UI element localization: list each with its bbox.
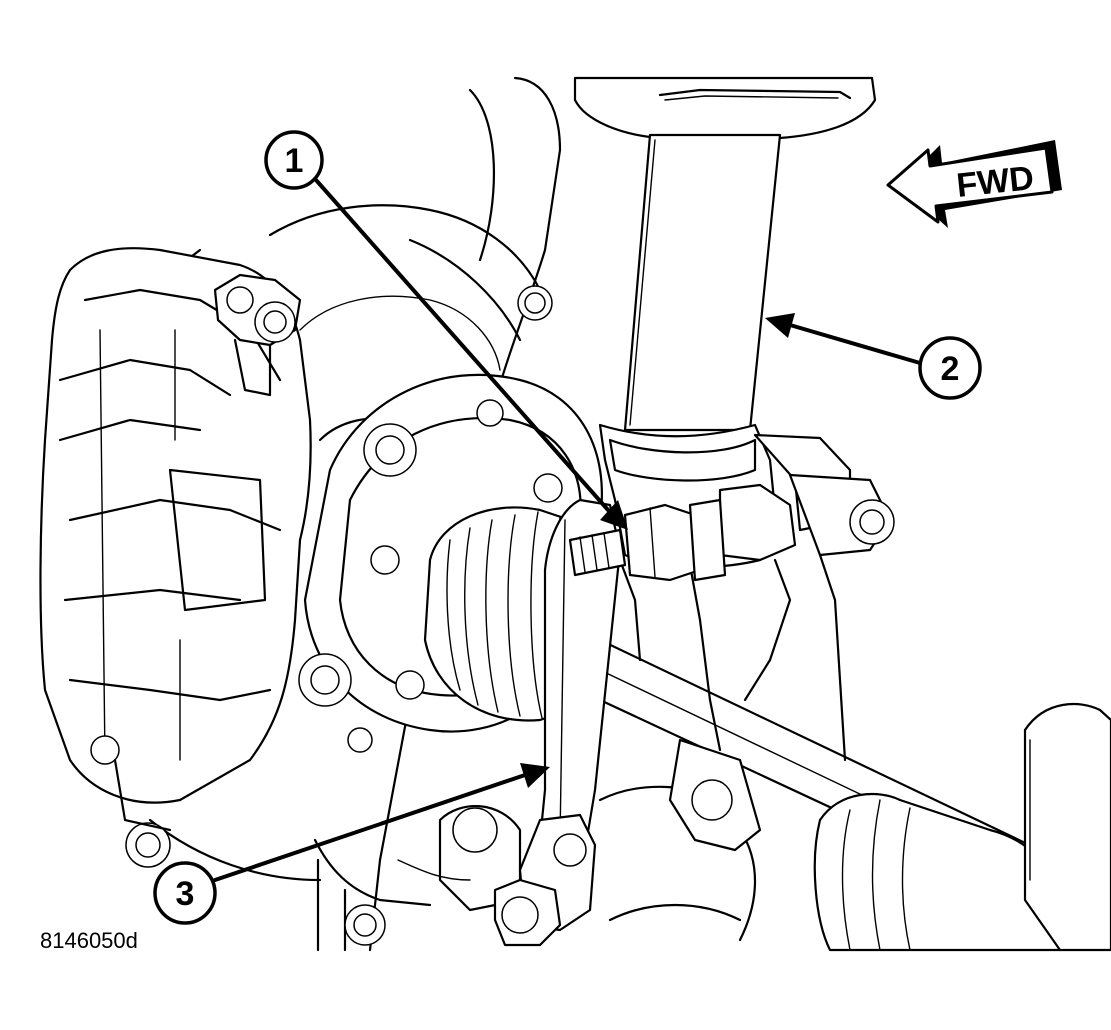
callout-3-label: 3 [176,875,195,913]
brake-caliper [39,247,312,804]
cv-joint-outboard [813,702,1111,952]
fwd-arrow-body [886,146,1054,224]
stabilizer-link [493,498,622,947]
caliper-bolt-lower [90,735,172,868]
callout-1-label: 1 [285,142,304,180]
caliper-bolt-upper [213,273,302,397]
knuckle-bolt-lower [298,653,352,707]
fwd-direction-arrow: FWD [886,140,1062,228]
figure-id-label: 8146050d [40,928,138,953]
callout-2-label: 2 [941,350,960,388]
callout-3: 3 [153,861,217,925]
callout-1: 1 [264,130,324,190]
callout-2: 2 [918,336,982,400]
lower-control-arm [438,738,762,942]
callout-leader-2 [765,313,922,365]
callout-leader-1 [314,178,628,530]
callout-leader-3 [213,763,550,882]
link-nut-and-stud [568,498,727,582]
knuckle-bolt-bottom [344,904,386,946]
knuckle-bolt-upper [363,423,417,477]
fwd-label: FWD [955,159,1036,205]
